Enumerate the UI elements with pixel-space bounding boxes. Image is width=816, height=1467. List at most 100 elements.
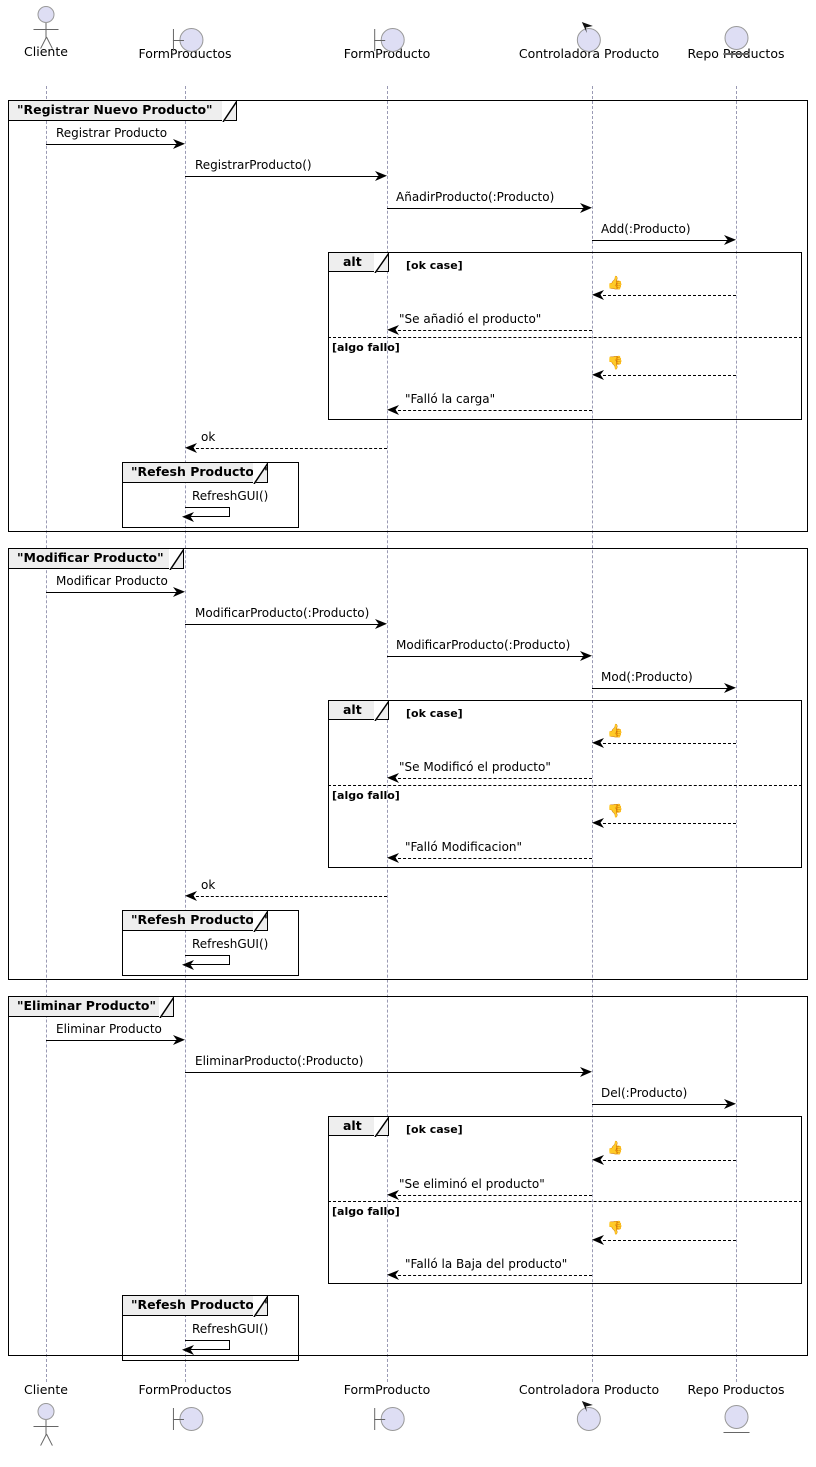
alt-condition-label: [ok case] [406, 707, 463, 720]
group-frame-label: "Eliminar Producto" [17, 998, 157, 1014]
message-arrow [46, 1040, 178, 1041]
message-return [598, 823, 736, 824]
message-arrow [46, 144, 178, 145]
lifeline-repo [736, 86, 737, 1382]
group-frame-label: "Registrar Nuevo Producto" [17, 102, 213, 118]
message-arrow [387, 208, 585, 209]
message-label: "Se añadió el producto" [399, 312, 542, 326]
thumbs-up-icon: 👍 [607, 1141, 624, 1156]
lifeline-formproducto [387, 86, 388, 1382]
message-arrow [592, 688, 730, 689]
arrowhead-right-icon [580, 1067, 592, 1077]
alt-divider [328, 337, 802, 338]
thumbs-down-icon: 👎 [607, 804, 624, 819]
message-return [393, 778, 592, 779]
arrowhead-left-icon [592, 370, 604, 380]
alt-condition-label: [algo fallo] [332, 1205, 400, 1218]
alt-condition-label: [algo fallo] [332, 341, 400, 354]
message-label: "Falló la carga" [405, 392, 496, 406]
message-label: Del(:Producto) [601, 1086, 688, 1100]
message-arrow [185, 624, 380, 625]
message-label: "Falló Modificacion" [405, 840, 523, 854]
actor-icon [16, 1401, 76, 1446]
arrowhead-left-icon [592, 290, 604, 300]
self-message-label: RefreshGUI() [192, 1322, 269, 1336]
message-return [393, 330, 592, 331]
boundary-icon [155, 1401, 215, 1431]
participant-repo-top[interactable]: Repo Productos [688, 22, 785, 61]
message-label: Add(:Producto) [601, 222, 691, 236]
arrowhead-left-icon [182, 1345, 194, 1355]
message-return [598, 743, 736, 744]
alt-condition-label: [algo fallo] [332, 789, 400, 802]
thumbs-up-icon: 👍 [607, 276, 624, 291]
arrowhead-left-icon [182, 960, 194, 970]
message-return [393, 858, 592, 859]
self-message-label: RefreshGUI() [192, 937, 269, 951]
arrowhead-left-icon [387, 773, 399, 783]
message-label: AñadirProducto(:Producto) [396, 190, 555, 204]
message-return [191, 448, 387, 449]
alt-divider [328, 1201, 802, 1202]
refresh-frame: "Refesh Productos" [122, 1295, 299, 1361]
refresh-frame-header: "Refesh Productos" [123, 463, 268, 484]
control-icon [559, 22, 619, 52]
arrowhead-left-icon [387, 405, 399, 415]
message-return [393, 410, 592, 411]
message-label: EliminarProducto(:Producto) [195, 1054, 364, 1068]
message-label: Modificar Producto [56, 574, 168, 588]
group-frame-header: "Eliminar Producto" [9, 997, 174, 1018]
thumbs-up-icon: 👍 [607, 724, 624, 739]
refresh-frame-label: "Refesh Productos" [131, 1297, 268, 1313]
message-return [598, 1240, 736, 1241]
group-frame-header: "Registrar Nuevo Producto" [9, 101, 237, 122]
message-label: "Falló la Baja del producto" [405, 1257, 568, 1271]
message-label: "Se Modificó el producto" [399, 760, 551, 774]
participant-label: FormProducto [343, 46, 431, 61]
actor-icon [16, 4, 76, 49]
participant-label: Controladora Producto [518, 46, 660, 61]
message-arrow [185, 1072, 585, 1073]
alt-condition-label: [ok case] [406, 259, 463, 272]
group-frame-modificar: "Modificar Producto" [8, 548, 808, 980]
refresh-frame-label: "Refesh Productos" [131, 464, 268, 480]
arrowhead-right-icon [173, 587, 185, 597]
message-return [393, 1195, 592, 1196]
self-call-loop [185, 507, 230, 517]
message-return [191, 896, 387, 897]
participant-formproductos-top[interactable]: FormProductos [138, 22, 232, 61]
alt-operator-label: alt [343, 253, 362, 269]
alt-condition-label: [ok case] [406, 1123, 463, 1136]
arrowhead-left-icon [185, 443, 197, 453]
message-label: ModificarProducto(:Producto) [396, 638, 571, 652]
participant-repo-bottom[interactable]: Repo Productos [688, 1383, 785, 1433]
message-label: ok [201, 878, 216, 892]
message-return [598, 375, 736, 376]
participant-label: FormProducto [343, 1382, 431, 1397]
entity-icon [706, 22, 766, 55]
arrowhead-left-icon [592, 738, 604, 748]
participant-formproducto-bottom[interactable]: FormProducto [343, 1382, 431, 1431]
participant-cliente-top[interactable]: Cliente [16, 4, 76, 59]
participant-cliente-bottom[interactable]: Cliente [16, 1383, 76, 1446]
message-label: Registrar Producto [56, 126, 168, 140]
lifeline-cliente [46, 86, 47, 1382]
arrowhead-right-icon [580, 203, 592, 213]
self-message-label: RefreshGUI() [192, 489, 269, 503]
group-frame-eliminar: "Eliminar Producto" [8, 996, 808, 1356]
message-label: Mod(:Producto) [601, 670, 693, 684]
participant-formproductos-bottom[interactable]: FormProductos [138, 1383, 232, 1431]
participant-controladora-top[interactable]: Controladora Producto [519, 22, 659, 61]
participant-controladora-bottom[interactable]: Controladora Producto [519, 1383, 659, 1431]
message-return [393, 1275, 592, 1276]
refresh-frame: "Refesh Productos" [122, 910, 299, 976]
arrowhead-right-icon [173, 1035, 185, 1045]
message-label: Eliminar Producto [56, 1022, 162, 1036]
group-frame-header: "Modificar Producto" [9, 549, 184, 570]
participant-formproducto-top[interactable]: FormProducto [343, 22, 431, 61]
alt-frame: alt [328, 252, 802, 420]
message-label: RegistrarProducto() [195, 158, 312, 172]
message-return [598, 295, 736, 296]
message-arrow [387, 656, 585, 657]
